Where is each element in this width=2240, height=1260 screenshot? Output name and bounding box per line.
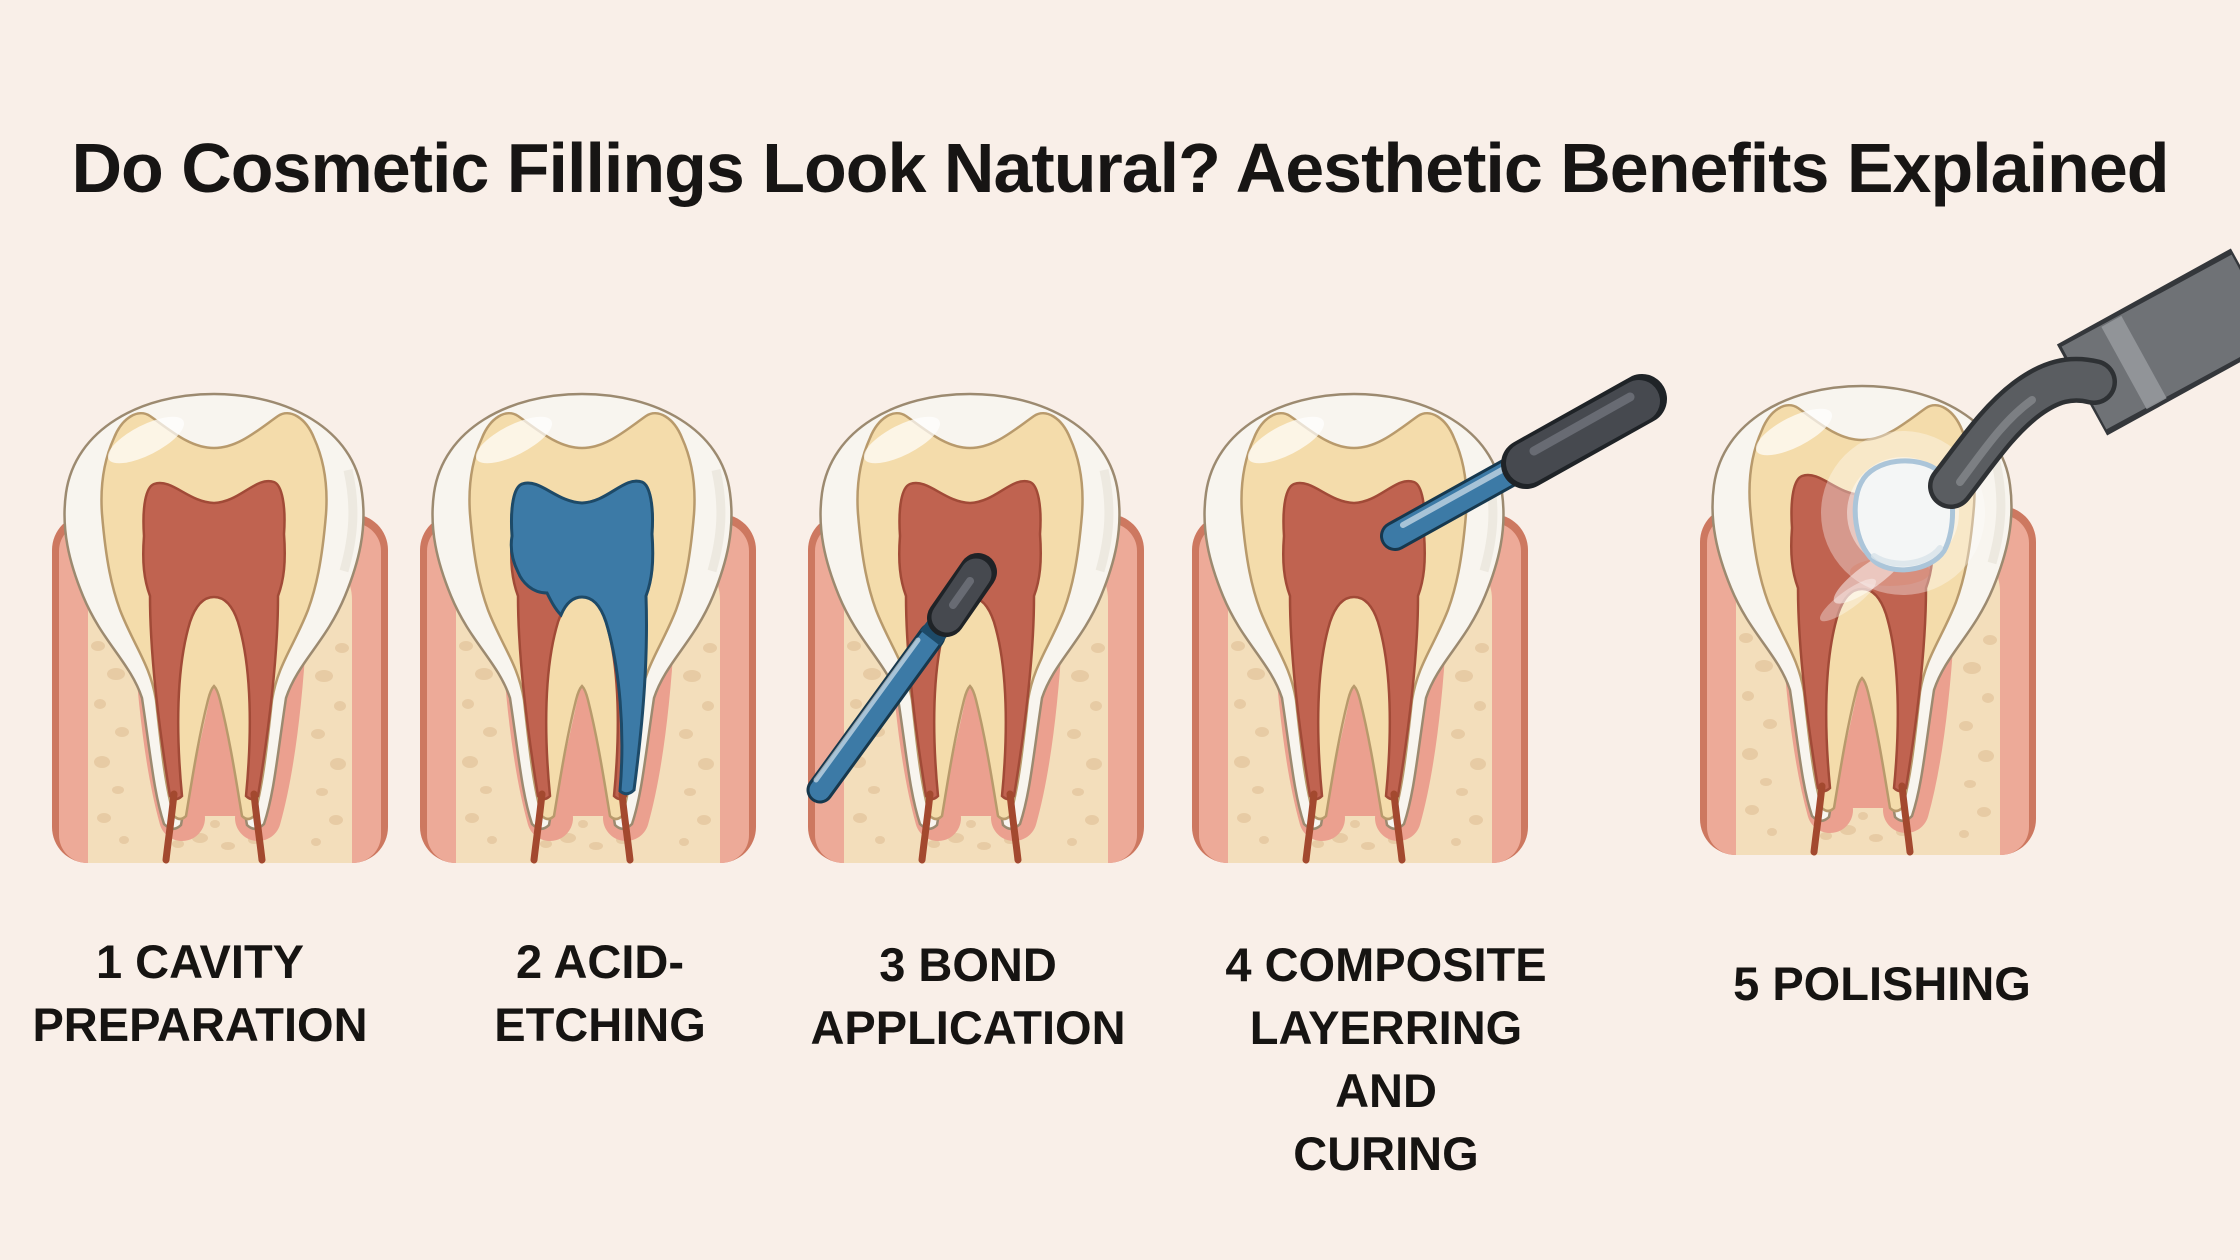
step-3-label-line2: APPLICATION <box>810 1001 1126 1054</box>
page-title-line1: Do Cosmetic Fillings Look Natural? Aesth… <box>71 129 1542 207</box>
tooth-cross-section-step2 <box>418 366 758 866</box>
tooth-cross-section-step1 <box>50 366 390 866</box>
polishing-handpiece-tool <box>1928 248 2240 509</box>
etching-gel <box>509 479 655 796</box>
step-4-label-line2: LAYERRING AND <box>1249 1001 1523 1117</box>
step-3-illustration <box>806 366 1146 866</box>
step-5-label-line1: 5 POLISHING <box>1733 957 2031 1010</box>
page-title-line2: Benefits Explained <box>1560 129 2169 207</box>
composite-instrument-tool <box>1380 374 1667 551</box>
step-4-illustration <box>1190 366 1667 866</box>
tooth-cross-section-step4 <box>1190 366 1667 866</box>
step-5-label: 5 POLISHING <box>1702 952 2062 1015</box>
step-1-illustration <box>50 366 390 866</box>
step-4-label-line1: 4 COMPOSITE <box>1225 938 1547 991</box>
step-4-label: 4 COMPOSITE LAYERRING AND CURING <box>1206 933 1566 1185</box>
bond-applicator-tool <box>806 553 997 804</box>
page-title: Do Cosmetic Fillings Look Natural? Aesth… <box>0 116 2240 220</box>
step-1-label: 1 CAVITY PREPARATION <box>20 930 380 1056</box>
tooth-cross-section-step3 <box>806 366 1146 866</box>
step-1-label-line1: 1 CAVITY <box>95 935 305 988</box>
step-2-label: 2 ACID- ETCHING <box>420 930 780 1056</box>
step-5-illustration <box>1698 248 2240 858</box>
step-3-label: 3 BOND APPLICATION <box>788 933 1148 1059</box>
step-1-label-line2: PREPARATION <box>32 998 368 1051</box>
step-2-label-line2: ETCHING <box>494 998 706 1051</box>
step-2-label-line1: 2 ACID- <box>516 935 684 988</box>
step-4-label-line3: CURING <box>1293 1127 1479 1180</box>
composite-shade <box>1871 545 1943 567</box>
tooth-cross-section-step5 <box>1698 248 2240 858</box>
step-2-illustration <box>418 366 758 866</box>
step-3-label-line1: 3 BOND <box>879 938 1057 991</box>
